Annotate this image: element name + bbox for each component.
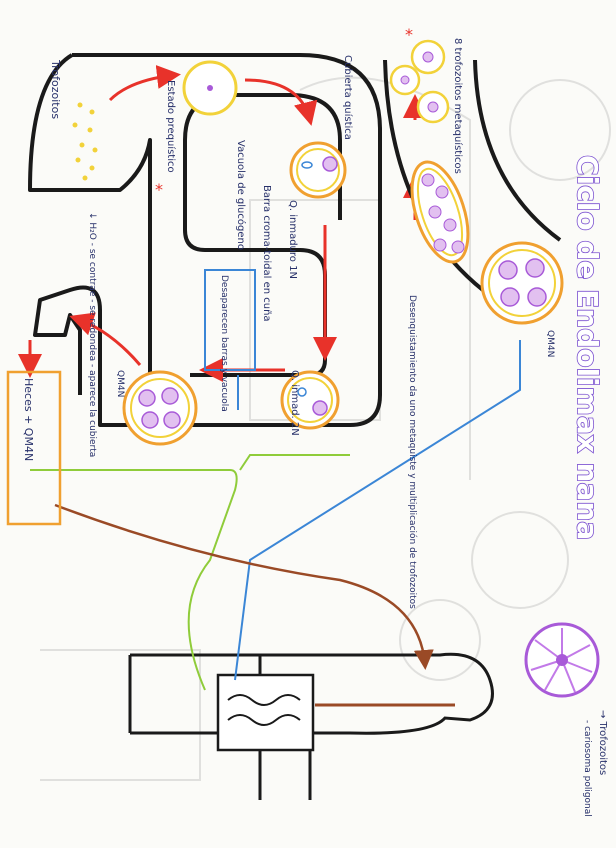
svg-text:*: * (155, 180, 163, 199)
label-trofozoitos-top: Trofozoitos (49, 59, 62, 119)
label-vacuola-glucogeno: Vacuola de glucógeno (235, 140, 247, 250)
label-qm4n-2: QM4N (545, 330, 555, 357)
label-heces: Heces + QM4N (22, 378, 35, 461)
label-desaparecen: Desaparecen barras y vacuola (219, 275, 229, 412)
label-estado-prequistico: Estado prequístico (165, 80, 177, 173)
cyst-1n (289, 141, 347, 199)
green-path-2 (239, 454, 350, 471)
prequistic-cell (182, 60, 238, 116)
label-cariosoma: - cariosoma poligonal (582, 720, 592, 817)
label-condiciones: ↓ H₂O - se contrae - se redondea - apare… (87, 212, 97, 457)
metacyst-chain (383, 39, 564, 325)
label-q-inmaduro: Q. inmaduro 1N (287, 200, 298, 279)
cyst-4n-lower (122, 370, 198, 446)
page-title: Ciclo de Endolimax nana (571, 155, 604, 540)
svg-text:*: * (405, 25, 413, 44)
cyst-2n (280, 370, 340, 430)
green-path (30, 469, 238, 691)
trofozoito-dots (72, 102, 98, 181)
label-barra-cromatoidal: Barra croma-toidal en cuña (261, 185, 272, 322)
trofozoito-legend (524, 622, 600, 698)
star-icon: * * (155, 25, 413, 199)
blue-path (234, 340, 521, 681)
label-desenquistamiento: Desenquistamiento da uno metaquiste y mu… (407, 295, 418, 609)
label-q-inmaduro-2n: Q. inmad. 2N (289, 370, 300, 436)
intestine-icon (216, 673, 455, 752)
label-trofozoitos-leg: → Trofozoitos (597, 710, 608, 775)
desaparecen-box (204, 269, 256, 371)
label-cubierta-quistica: Cubierta quística (342, 55, 354, 140)
label-qm4n-1: QM4N (115, 370, 125, 397)
brown-path (54, 503, 434, 670)
label-trofozoitos-meta: 8 trofozoitos metaquísticos (452, 38, 464, 174)
heces-box (6, 370, 62, 526)
